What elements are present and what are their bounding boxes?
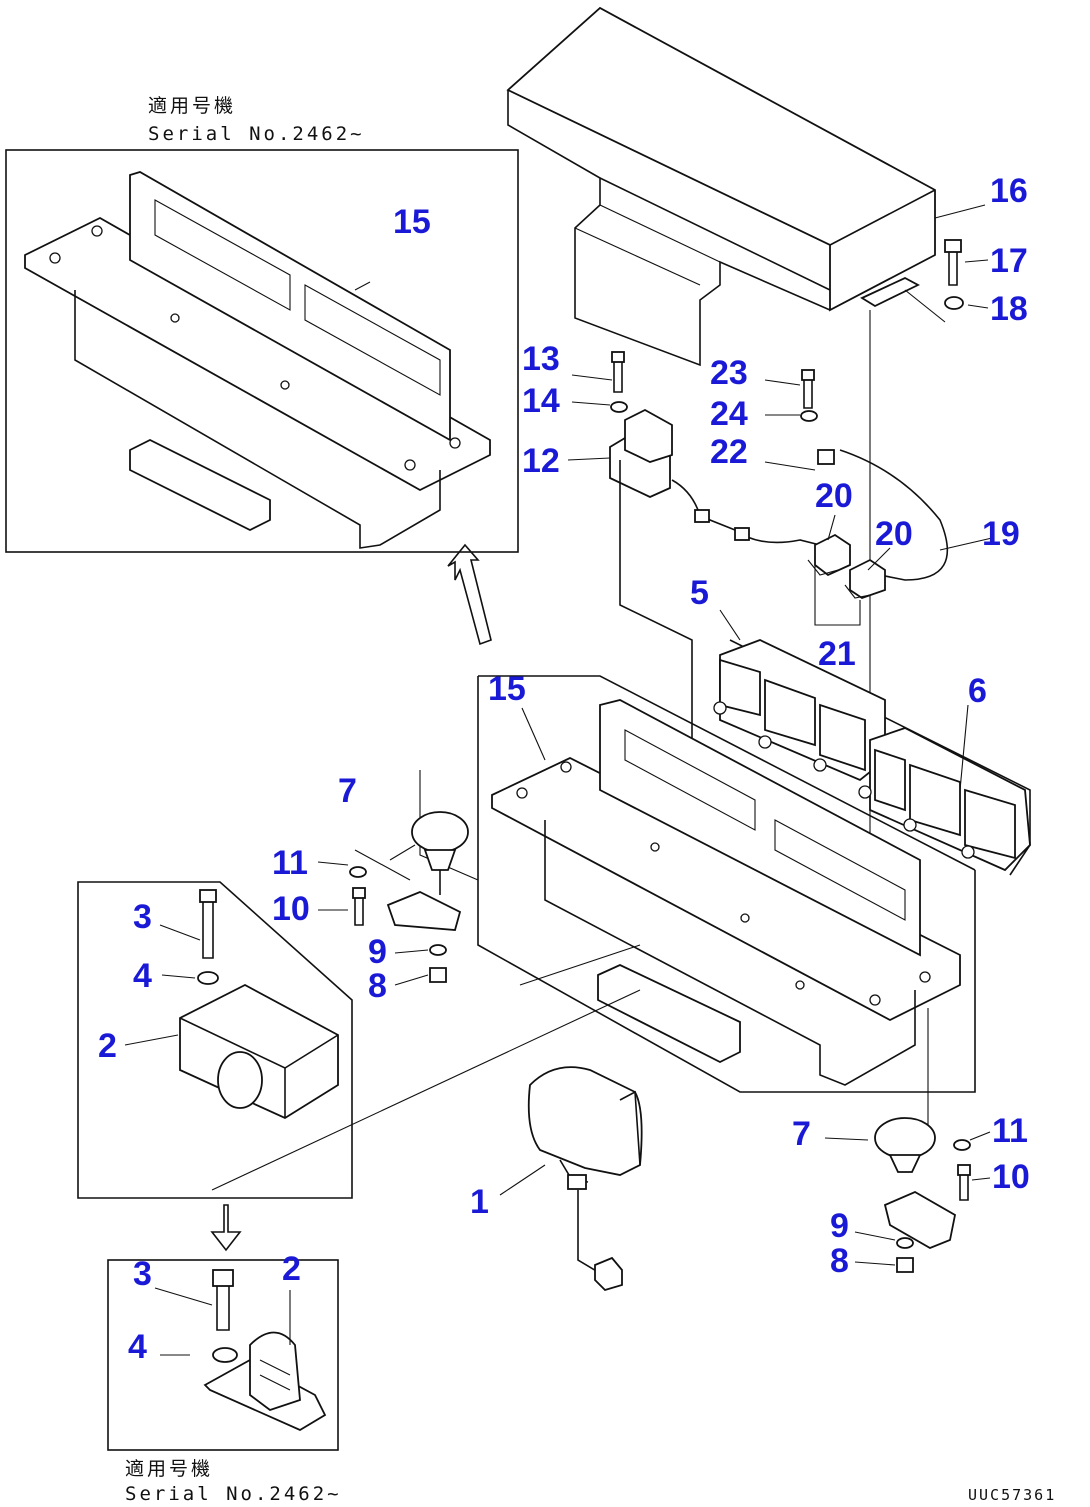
note-bottom-japanese: 適用号機 <box>125 1458 213 1480</box>
callout-7-right: 7 <box>792 1115 811 1153</box>
callout-15-main: 15 <box>488 670 526 708</box>
callout-16: 16 <box>990 172 1028 210</box>
callout-3-top: 3 <box>133 898 152 936</box>
callout-5: 5 <box>690 574 709 612</box>
callout-21: 21 <box>818 635 856 673</box>
callout-7-left: 7 <box>338 772 357 810</box>
callout-8-right: 8 <box>830 1242 849 1280</box>
note-top-japanese: 適用号機 <box>148 95 236 117</box>
note-top-serial: Serial No.2462~ <box>148 123 365 145</box>
inset-top <box>5 149 519 646</box>
callout-15-inset: 15 <box>393 203 431 241</box>
callout-2-bottom: 2 <box>282 1250 301 1288</box>
connector-20 <box>807 533 886 599</box>
horn-7-right <box>874 1008 971 1273</box>
callout-4-top: 4 <box>133 957 152 995</box>
callout-23: 23 <box>710 354 748 392</box>
callout-11-right: 11 <box>992 1112 1028 1150</box>
callout-2-top: 2 <box>98 1027 117 1065</box>
callout-11-left: 11 <box>272 844 308 882</box>
callout-24: 24 <box>710 395 748 433</box>
callout-18: 18 <box>990 290 1028 328</box>
callout-8-left: 8 <box>368 967 387 1005</box>
switch-assembly <box>609 351 949 880</box>
work-lamp-1 <box>211 989 643 1292</box>
inset-mid-left <box>77 881 353 1252</box>
callout-6: 6 <box>968 672 987 710</box>
callout-9-right: 9 <box>830 1207 849 1245</box>
callout-17: 17 <box>990 242 1028 280</box>
callout-10-right: 10 <box>992 1158 1030 1196</box>
horn-7-left <box>349 811 469 983</box>
callout-12: 12 <box>522 442 560 480</box>
cover-part <box>506 6 936 367</box>
leader-lines <box>124 204 993 1356</box>
bracket-15-main <box>419 675 976 1093</box>
inset-bottom <box>107 1259 339 1451</box>
callout-22: 22 <box>710 433 748 471</box>
callout-19: 19 <box>982 515 1020 553</box>
callout-1: 1 <box>470 1183 489 1221</box>
callout-10-left: 10 <box>272 890 310 928</box>
callout-20-right: 20 <box>875 515 913 553</box>
drawing-code: UUC57361 <box>968 1486 1056 1504</box>
callout-4-bottom: 4 <box>128 1328 147 1366</box>
lamp-box-5 <box>713 639 1031 876</box>
callout-20-left: 20 <box>815 477 853 515</box>
note-bottom-serial: Serial No.2462~ <box>125 1483 342 1505</box>
callout-3-bottom: 3 <box>133 1255 152 1293</box>
lamp-box-6 <box>858 727 1031 872</box>
callout-13: 13 <box>522 340 560 378</box>
callout-9-left: 9 <box>368 933 387 971</box>
callout-14: 14 <box>522 382 560 420</box>
